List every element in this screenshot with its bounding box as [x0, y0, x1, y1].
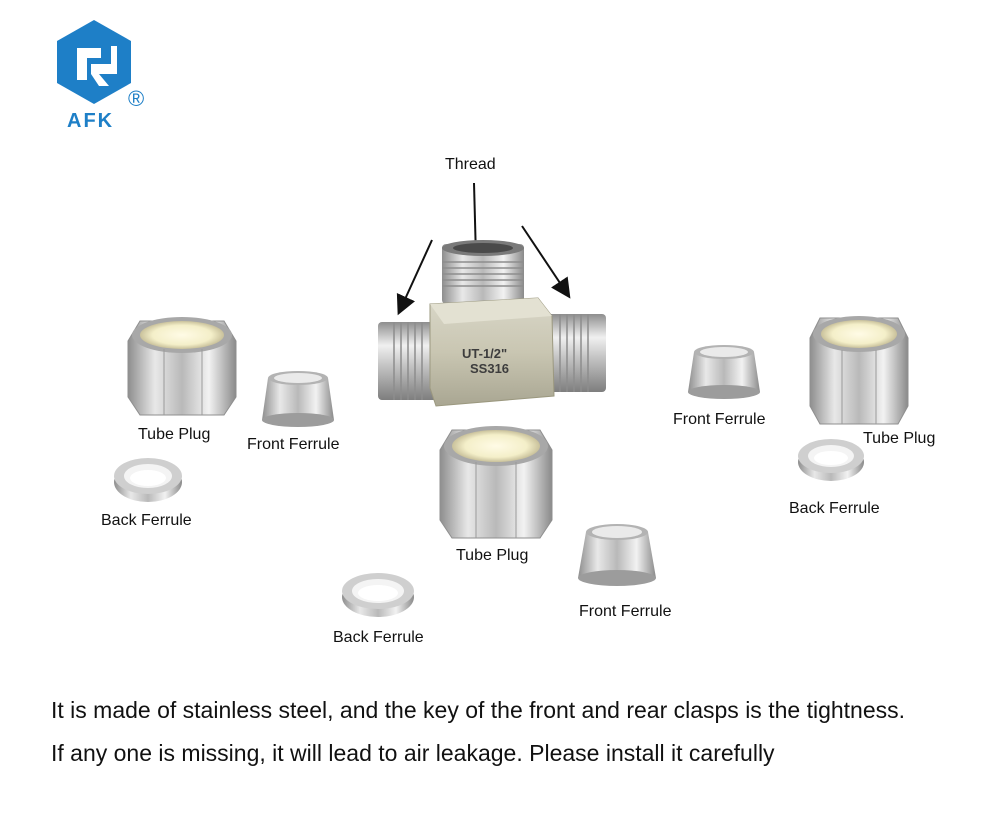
label-back-ferrule-center: Back Ferrule	[333, 629, 424, 646]
label-front-ferrule-center: Front Ferrule	[579, 603, 672, 620]
afk-logo-icon	[57, 20, 131, 104]
tube-plug-center-image	[439, 426, 553, 539]
label-tube-plug-right: Tube Plug	[863, 430, 936, 447]
label-tube-plug-center: Tube Plug	[456, 547, 529, 564]
front-ferrule-center-image	[578, 524, 656, 586]
arrow-left	[396, 239, 433, 316]
label-back-ferrule-left: Back Ferrule	[101, 512, 192, 529]
back-ferrule-center-image	[342, 573, 414, 617]
tube-plug-left-image	[127, 317, 237, 416]
union-tee-fitting	[378, 240, 606, 407]
tube-plug-right-image	[809, 316, 909, 425]
front-ferrule-left-image	[262, 371, 334, 427]
caption-line-1: It is made of stainless steel, and the k…	[51, 697, 906, 723]
label-front-ferrule-right: Front Ferrule	[673, 411, 766, 428]
back-ferrule-right-image	[798, 439, 864, 481]
label-thread: Thread	[445, 156, 496, 173]
label-back-ferrule-right: Back Ferrule	[789, 500, 880, 517]
front-ferrule-right-image	[688, 345, 760, 399]
fitting-material-marking: SS316	[470, 361, 510, 376]
label-tube-plug-left: Tube Plug	[138, 426, 211, 443]
fitting-size-marking: UT-1/2"	[462, 346, 508, 361]
brand-name: AFK	[67, 110, 115, 132]
arrow-right	[521, 225, 571, 299]
label-front-ferrule-left: Front Ferrule	[247, 436, 340, 453]
caption-line-2: If any one is missing, it will lead to a…	[51, 740, 775, 766]
back-ferrule-left-image	[114, 458, 182, 502]
registered-mark: ®	[128, 86, 145, 111]
